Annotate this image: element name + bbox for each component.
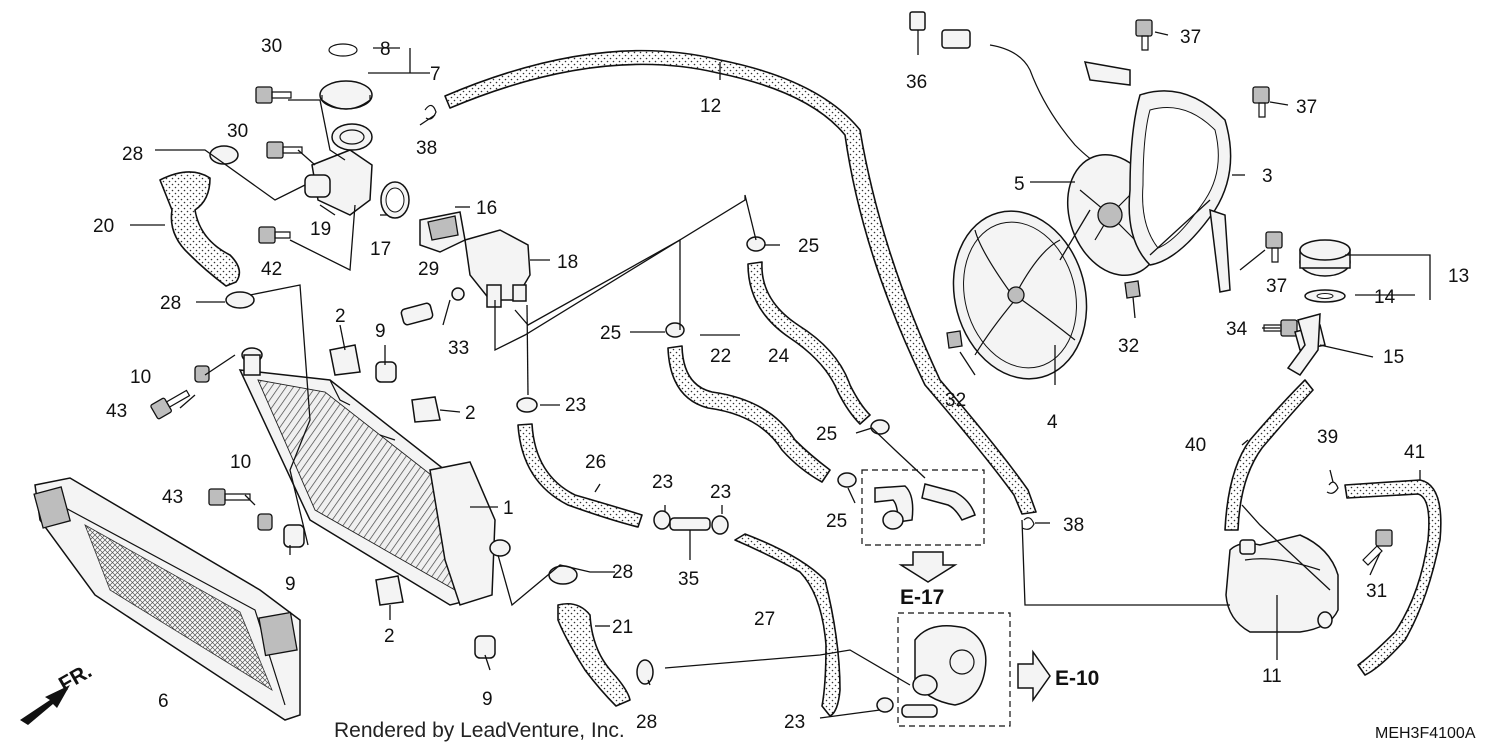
label-37a: 37 <box>1180 27 1201 48</box>
label-43b: 43 <box>162 487 183 508</box>
label-2c: 2 <box>384 626 395 647</box>
label-6: 6 <box>158 691 169 712</box>
label-12: 12 <box>700 96 721 117</box>
label-28c: 28 <box>612 562 633 583</box>
label-13: 13 <box>1448 266 1469 287</box>
label-37b: 37 <box>1296 97 1317 118</box>
fittings <box>874 483 976 530</box>
label-30a: 30 <box>261 36 282 57</box>
label-34: 34 <box>1226 319 1248 340</box>
label-16: 16 <box>476 198 497 219</box>
label-31: 31 <box>1366 581 1387 602</box>
label-38a: 38 <box>416 138 437 159</box>
fan-assembly <box>909 11 1232 380</box>
label-25d: 25 <box>826 511 847 532</box>
label-23c: 23 <box>710 482 731 503</box>
reference-boxes <box>20 469 1051 727</box>
label-3: 3 <box>1262 166 1273 187</box>
radiator-core <box>238 347 511 606</box>
label-9a: 9 <box>375 321 386 342</box>
ref-e10: E-10 <box>1055 667 1099 690</box>
bolts <box>150 19 1393 566</box>
label-8: 8 <box>380 39 391 60</box>
hoses <box>159 49 1442 717</box>
ref-e17: E-17 <box>900 586 944 609</box>
label-35: 35 <box>678 569 699 590</box>
label-25b: 25 <box>600 323 621 344</box>
label-29: 29 <box>418 259 439 280</box>
label-23d: 23 <box>784 712 805 733</box>
label-11: 11 <box>1262 666 1282 687</box>
label-28d: 28 <box>636 712 657 733</box>
label-41: 41 <box>1404 442 1425 463</box>
label-30b: 30 <box>227 121 248 142</box>
label-25a: 25 <box>798 236 819 257</box>
label-15: 15 <box>1383 347 1404 368</box>
label-38b: 38 <box>1063 515 1084 536</box>
label-28b: 28 <box>160 293 181 314</box>
label-9b: 9 <box>285 574 296 595</box>
label-2a: 2 <box>335 306 346 327</box>
label-32b: 32 <box>1118 336 1139 357</box>
label-39: 39 <box>1317 427 1338 448</box>
label-25c: 25 <box>816 424 837 445</box>
label-4: 4 <box>1047 412 1058 433</box>
part-labels: 1 2 2 2 3 4 5 6 7 8 9 9 9 10 10 11 12 13… <box>93 27 1469 733</box>
label-27: 27 <box>754 609 775 630</box>
reserve-tank <box>1225 239 1351 633</box>
label-32a: 32 <box>945 390 966 411</box>
thermostat-housing <box>304 43 531 326</box>
label-23b: 23 <box>652 472 673 493</box>
label-7: 7 <box>430 64 441 85</box>
label-37c: 37 <box>1266 276 1287 297</box>
label-17: 17 <box>370 239 391 260</box>
label-26: 26 <box>585 452 606 473</box>
label-14: 14 <box>1374 287 1396 308</box>
label-36: 36 <box>906 72 927 93</box>
label-5: 5 <box>1014 174 1025 195</box>
label-1: 1 <box>503 498 514 519</box>
label-21: 21 <box>612 617 633 638</box>
label-10a: 10 <box>130 367 151 388</box>
label-19: 19 <box>310 219 331 240</box>
leader-lines <box>130 30 1431 719</box>
label-2b: 2 <box>465 403 476 424</box>
label-9c: 9 <box>482 689 493 710</box>
label-43a: 43 <box>106 401 127 422</box>
label-42: 42 <box>261 259 282 280</box>
label-18: 18 <box>557 252 578 273</box>
label-22: 22 <box>710 346 731 367</box>
label-28a: 28 <box>122 144 143 165</box>
small-parts <box>194 104 1339 713</box>
label-20: 20 <box>93 216 114 237</box>
label-10b: 10 <box>230 452 251 473</box>
water-pump <box>901 625 987 718</box>
label-24: 24 <box>768 346 790 367</box>
credit-text: Rendered by LeadVenture, Inc. <box>334 719 625 742</box>
label-33: 33 <box>448 338 469 359</box>
radiator-grille <box>33 477 301 721</box>
label-40: 40 <box>1185 435 1206 456</box>
diagram-code: MEH3F4100A <box>1375 725 1476 742</box>
label-23a: 23 <box>565 395 586 416</box>
